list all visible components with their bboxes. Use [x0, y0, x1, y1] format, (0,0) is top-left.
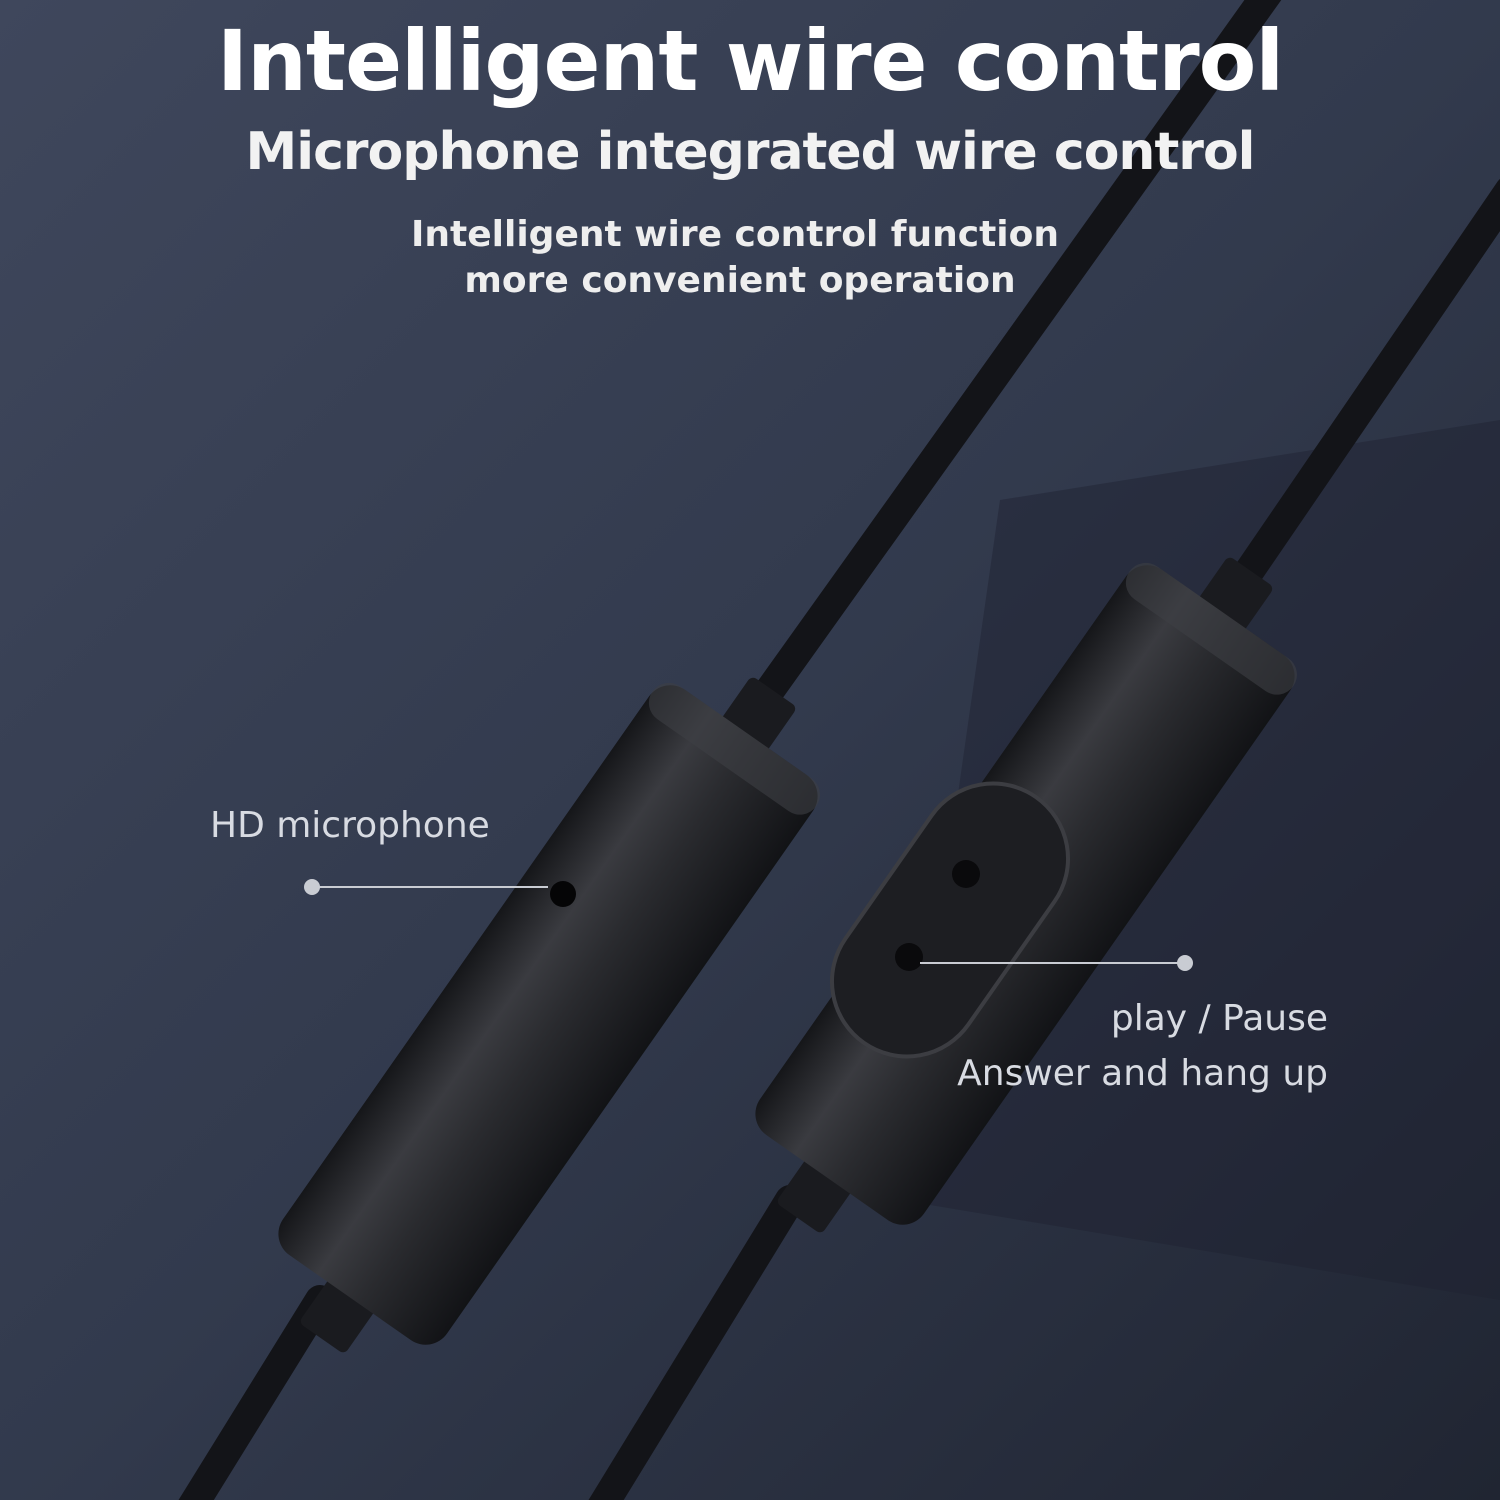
description-line-2: more convenient operation — [464, 260, 1016, 301]
mic-housing — [278, 677, 820, 1353]
subtitle: Microphone integrated wire control — [245, 122, 1256, 182]
play-pause-label: play / Pause — [1110, 998, 1328, 1039]
button-callout-line — [920, 955, 1193, 971]
button-dot-lower-icon — [895, 943, 923, 971]
cable-right — [588, 178, 1500, 1500]
shadow — [900, 420, 1500, 1300]
microphone-hole-icon — [550, 881, 576, 907]
cable-left — [178, 0, 1282, 1500]
page-title: Intelligent wire control — [216, 12, 1284, 110]
microphone-label: HD microphone — [210, 805, 490, 846]
description-line-1: Intelligent wire control function — [411, 214, 1059, 255]
button-dot-upper-icon — [952, 860, 980, 888]
mic-callout-line — [304, 879, 548, 895]
answer-hangup-label: Answer and hang up — [957, 1053, 1328, 1094]
